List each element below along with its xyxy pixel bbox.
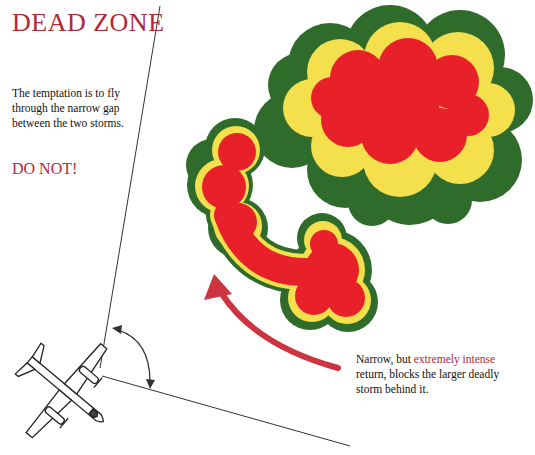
- explanation-note: Narrow, but extremely intense return, bl…: [356, 352, 521, 397]
- warning-callout: DO NOT!: [12, 160, 77, 178]
- storm-middle-band: [195, 22, 515, 324]
- airplane: [0, 314, 141, 455]
- angle-arrowhead: [146, 379, 155, 389]
- diagram-title: DEAD ZONE: [12, 8, 165, 38]
- storm-core: [202, 38, 489, 317]
- pointer-arrow: [222, 294, 338, 368]
- pointer-arrowhead: [204, 274, 232, 300]
- note-text: Narrow, but: [356, 353, 411, 365]
- note-text: return, blocks the larger deadly storm b…: [356, 368, 499, 395]
- angle-arc: [118, 330, 150, 382]
- warning-note: The temptation is to fly through the nar…: [12, 86, 124, 131]
- note-emphasis: extremely intense: [414, 353, 495, 365]
- angle-arrowhead: [112, 325, 122, 334]
- sight-line: [102, 376, 350, 446]
- storm-outer-band: [186, 5, 533, 332]
- sight-line: [100, 6, 160, 368]
